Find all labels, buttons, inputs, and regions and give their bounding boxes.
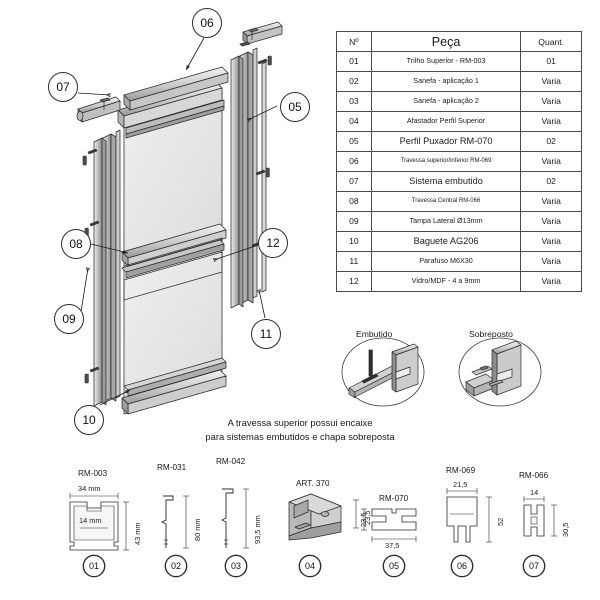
cell-qty: Varia xyxy=(520,211,582,232)
profile-index-05[interactable]: 05 xyxy=(383,555,405,577)
cell-number: 04 xyxy=(336,111,372,132)
table-row: 02 Sanefa - aplicação 1 Varia xyxy=(336,71,582,92)
profile-dim-07-right: 30,5 xyxy=(561,522,570,537)
cell-part: Travessa Central RM-066 xyxy=(370,191,522,212)
cell-part: Afastador Perfil Superior xyxy=(370,111,522,132)
profile-code-03: RM-042 xyxy=(216,457,246,466)
table-row: 09 Tampa Lateral Ø13mm Varia xyxy=(336,211,582,232)
profile-dim-01-top: 34 mm xyxy=(78,484,101,493)
callout-05[interactable]: 05 xyxy=(280,92,310,122)
profile-dim-07-top: 14 xyxy=(530,488,539,497)
detail-caption-line2: para sistemas embutidos e chapa sobrepos… xyxy=(205,431,395,442)
cell-number: 05 xyxy=(336,131,372,152)
detail-title-sobreposto: Sobreposto xyxy=(469,329,513,339)
cell-part: Sanefa - aplicação 1 xyxy=(370,71,522,92)
detail-view-embutido xyxy=(341,337,425,407)
table-row: 11 Parafuso M6X30 Varia xyxy=(336,251,582,272)
profile-index-02[interactable]: 02 xyxy=(165,555,187,577)
header-qty: Quant. xyxy=(520,31,582,52)
cell-number: 09 xyxy=(336,211,372,232)
detail-title-embutido: Embutido xyxy=(356,329,393,339)
table-row: 10 Baguete AG206 Varia xyxy=(336,231,582,252)
cell-qty: Varia xyxy=(520,71,582,92)
cell-part: Tampa Lateral Ø13mm xyxy=(370,211,522,232)
profile-dim-01-right: 43 mm xyxy=(133,522,142,545)
cell-part: Baguete AG206 xyxy=(370,231,522,252)
profile-index-04[interactable]: 04 xyxy=(299,555,321,577)
cell-part: Parafuso M6X30 xyxy=(370,251,522,272)
cell-part: Sistema embutido xyxy=(370,171,522,192)
profile-index-03[interactable]: 03 xyxy=(225,555,247,577)
profile-code-01: RM-003 xyxy=(78,469,108,478)
profile-code-06: RM-069 xyxy=(446,466,476,475)
profile-code-05: RM-070 xyxy=(379,494,409,503)
header-part: Peça xyxy=(370,31,522,52)
profile-index-07[interactable]: 07 xyxy=(523,555,545,577)
cell-qty: Varia xyxy=(520,271,582,292)
profile-dim-01-inner: 14 mm xyxy=(79,516,102,525)
cell-qty: Varia xyxy=(520,231,582,252)
callout-06[interactable]: 06 xyxy=(192,8,222,38)
table-row: 05 Perfil Puxador RM-070 02 xyxy=(336,131,582,152)
detail-caption-line1: A travessa superior possui encaixe xyxy=(227,417,373,428)
table-row: 03 Sanefa - aplicação 2 Varia xyxy=(336,91,582,112)
callout-12[interactable]: 12 xyxy=(258,228,288,258)
table-row: 12 Vidro/MDF - 4 a 9mm Varia xyxy=(336,271,582,292)
cell-qty: 02 xyxy=(520,171,582,192)
cell-part: Vidro/MDF - 4 a 9mm xyxy=(370,271,522,292)
callout-08[interactable]: 08 xyxy=(61,229,91,259)
detail-view-sobreposto xyxy=(458,337,542,407)
cell-qty: Varia xyxy=(520,151,582,172)
cell-number: 10 xyxy=(336,231,372,252)
table-row: 08 Travessa Central RM-066 Varia xyxy=(336,191,582,212)
profile-dim-06-top: 21,5 xyxy=(453,480,468,489)
cell-qty: Varia xyxy=(520,111,582,132)
cell-number: 01 xyxy=(336,51,372,72)
cell-number: 02 xyxy=(336,71,372,92)
profile-code-04: ART. 370 xyxy=(296,479,330,488)
cell-qty: Varia xyxy=(520,251,582,272)
profile-index-01[interactable]: 01 xyxy=(83,555,105,577)
cell-number: 11 xyxy=(336,251,372,272)
cell-number: 06 xyxy=(336,151,372,172)
cell-part: Sanefa - aplicação 2 xyxy=(370,91,522,112)
cell-number: 03 xyxy=(336,91,372,112)
table-row: 04 Afastador Perfil Superior Varia xyxy=(336,111,582,132)
profile-dim-06-right: 52 xyxy=(496,517,505,526)
cell-qty: Varia xyxy=(520,91,582,112)
table-row: 06 Travessa superior/inferior RM-069 Var… xyxy=(336,151,582,172)
cell-number: 07 xyxy=(336,171,372,192)
cell-part: Travessa superior/inferior RM-069 xyxy=(370,151,522,172)
cell-qty: Varia xyxy=(520,191,582,212)
cell-number: 12 xyxy=(336,271,372,292)
callout-09[interactable]: 09 xyxy=(54,304,84,334)
profile-index-06[interactable]: 06 xyxy=(451,555,473,577)
parts-list-table: Nº Peça Quant. 01 Trilho Superior - RM-0… xyxy=(336,31,582,292)
cell-part: Perfil Puxador RM-070 xyxy=(370,131,522,152)
callout-10[interactable]: 10 xyxy=(74,405,104,435)
table-row: 01 Trilho Superior - RM-003 01 xyxy=(336,51,582,72)
profile-dim-05-bottom: 37,5 xyxy=(385,541,400,550)
cell-number: 08 xyxy=(336,191,372,212)
table-row: 07 Sistema embutido 02 xyxy=(336,171,582,192)
profile-dim-02-right: 80 mm xyxy=(193,518,202,541)
profile-code-07: RM-066 xyxy=(519,471,549,480)
header-number: Nº xyxy=(336,31,372,52)
profile-section-01 xyxy=(69,493,129,578)
profile-dim-05-left: 23,5 xyxy=(359,512,368,527)
callout-11[interactable]: 11 xyxy=(251,319,281,349)
callout-07[interactable]: 07 xyxy=(48,72,78,102)
cell-qty: 01 xyxy=(520,51,582,72)
table-header-row: Nº Peça Quant. xyxy=(336,31,582,52)
profile-dim-03-right: 93,5 mm xyxy=(253,515,262,544)
cell-qty: 02 xyxy=(520,131,582,152)
profile-code-02: RM-031 xyxy=(157,463,187,472)
cell-part: Trilho Superior - RM-003 xyxy=(370,51,522,72)
